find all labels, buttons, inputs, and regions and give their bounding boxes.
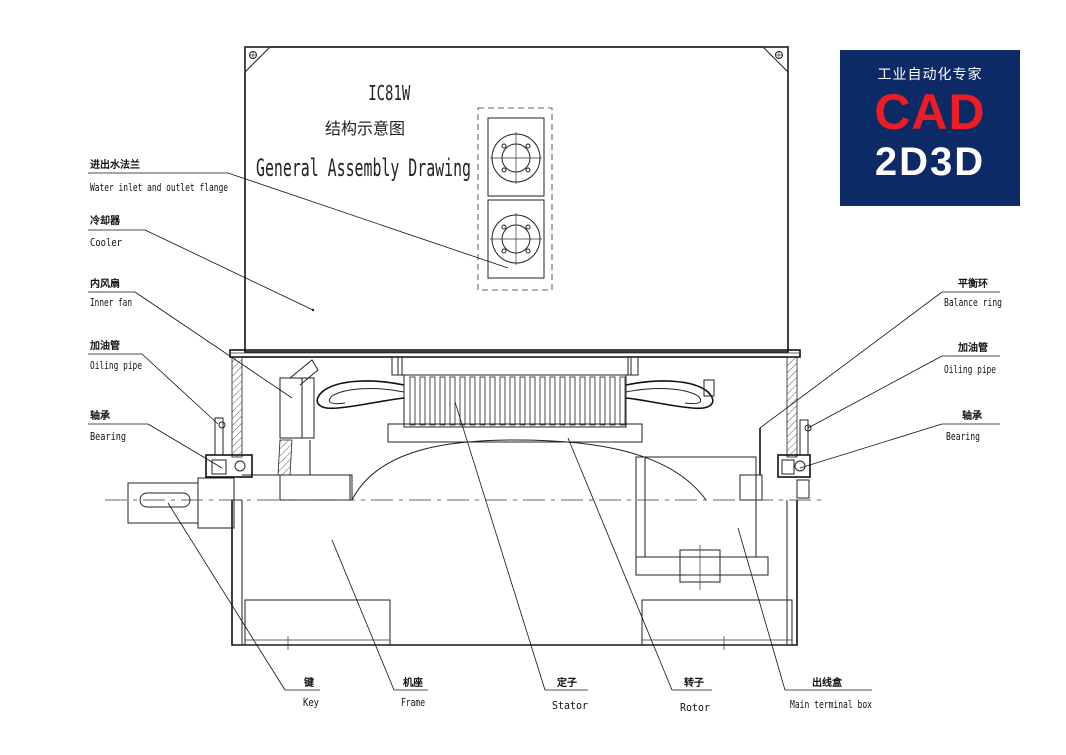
bearing-left-graphic (205, 417, 253, 478)
title-cn: 结构示意图 (325, 119, 405, 138)
stator-slot (549, 376, 556, 426)
label-terminal-cn: 出线盒 (812, 676, 843, 689)
label-cooler-en: Cooler (90, 237, 122, 249)
label-stator-cn: 定子 (557, 676, 577, 689)
label-bearing-right-cn: 轴承 (962, 409, 982, 422)
label-bearing-left-cn: 轴承 (90, 409, 110, 422)
label-rotor-en: Rotor (680, 702, 710, 714)
label-cooler-cn: 冷却器 (90, 214, 121, 227)
stator-slot (439, 376, 446, 426)
logo-line2: CAD (874, 84, 986, 140)
drawing-title: IC81W 结构示意图 General Assembly Drawing (256, 83, 471, 182)
water-flange-graphic (477, 107, 553, 291)
label-key-en: Key (303, 697, 319, 709)
label-bearing-right-en: Bearing (946, 431, 980, 443)
stator-slot (469, 376, 476, 426)
stator-slot (519, 376, 526, 426)
stator-slot (569, 376, 576, 426)
bearing-right-graphic (777, 419, 812, 478)
logo-line1: 工业自动化专家 (877, 67, 983, 83)
stator-slot (529, 376, 536, 426)
top-plate (229, 349, 801, 358)
label-terminal-en: Main terminal box (790, 699, 872, 711)
stator-slot (499, 376, 506, 426)
label-key-cn: 键 (303, 676, 315, 689)
rotor-body (349, 439, 707, 501)
label-oil-right-cn: 加油管 (957, 341, 988, 354)
inner-fan-graphic (277, 359, 319, 476)
stator-slot (539, 376, 546, 426)
label-bearing-left-en: Bearing (90, 431, 126, 443)
label-water-en: Water inlet and outlet flange (90, 182, 228, 194)
stator-slot (489, 376, 496, 426)
label-stator-en: Stator (552, 700, 588, 712)
label-balance-en: Balance ring (944, 297, 1002, 309)
shaft (127, 474, 810, 529)
label-inner-fan-en: Inner fan (90, 297, 132, 309)
stator-slot (409, 376, 416, 426)
label-oil-left-cn: 加油管 (89, 339, 120, 352)
leader-lines (88, 172, 1000, 691)
label-frame-en: Frame (401, 697, 425, 709)
stator-slot (609, 376, 616, 426)
stator-core (316, 356, 715, 443)
label-inner-fan-cn: 内风扇 (90, 277, 120, 290)
terminal-box-graphic (635, 456, 769, 590)
stator-slot (619, 376, 626, 426)
stator-slot (559, 376, 566, 426)
stator-slot (479, 376, 486, 426)
title-code: IC81W (368, 83, 411, 106)
stator-slot (449, 376, 456, 426)
stator-slot (599, 376, 606, 426)
label-frame-cn: 机座 (403, 676, 423, 689)
label-water-cn: 进出水法兰 (90, 158, 140, 171)
label-rotor-cn: 转子 (684, 676, 704, 689)
stator-slot (429, 376, 436, 426)
label-oil-left-en: Oiling pipe (90, 360, 142, 372)
stator-slot (579, 376, 586, 426)
logo-line3: 2D3D (874, 140, 986, 184)
title-en: General Assembly Drawing (256, 154, 471, 182)
stator-slot (419, 376, 426, 426)
stator-slot (589, 376, 596, 426)
label-balance-cn: 平衡环 (958, 277, 988, 290)
cad-logo: 工业自动化专家 CAD 2D3D (840, 50, 1020, 206)
stator-slot (509, 376, 516, 426)
label-oil-right-en: Oiling pipe (944, 364, 996, 376)
stator-slot (459, 376, 466, 426)
cooler-housing (244, 46, 789, 353)
